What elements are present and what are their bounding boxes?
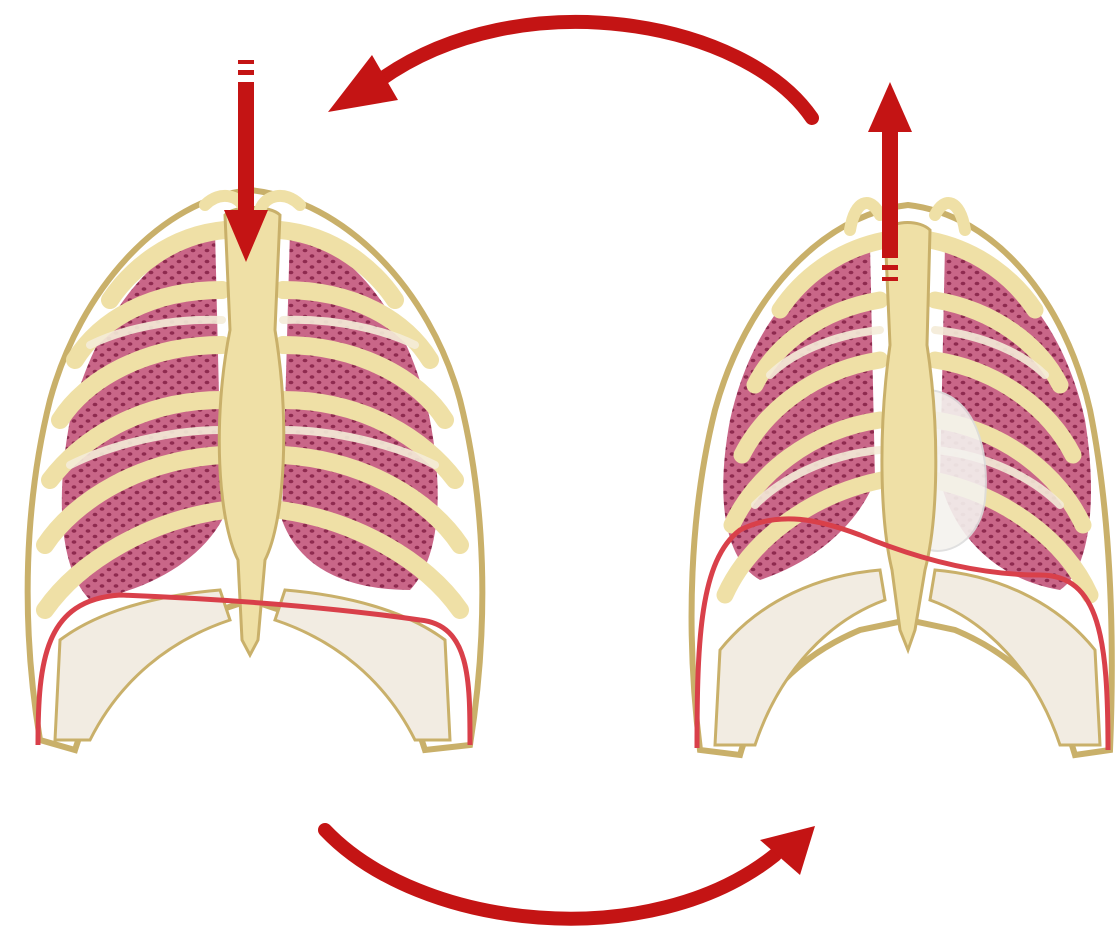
left-sternum <box>219 208 283 656</box>
cycle-arrow-bottom-icon <box>325 826 815 919</box>
right-sternum <box>882 223 936 651</box>
right-costal-cartilage <box>715 570 885 745</box>
cycle-arrow-top-icon <box>328 22 812 118</box>
left-costal-cartilage <box>55 590 230 740</box>
ribcage-exhalation <box>28 190 483 750</box>
ribcage-inhalation <box>692 203 1112 755</box>
